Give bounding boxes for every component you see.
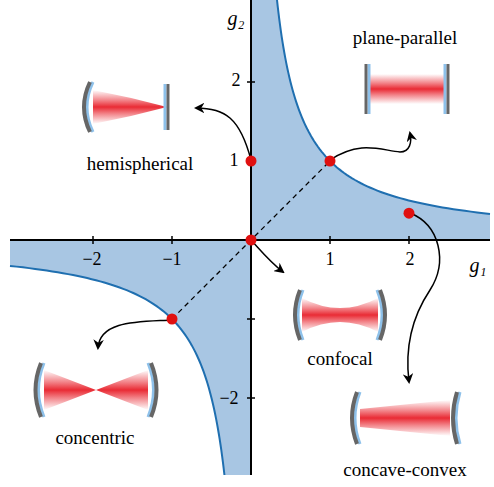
flat-mirror <box>365 64 368 114</box>
tick-label: 1 <box>230 151 239 169</box>
curved-mirror <box>295 290 300 340</box>
cavity-label: concave-convex <box>343 460 466 479</box>
pointer-arrow <box>408 213 440 382</box>
tick <box>408 236 410 244</box>
tick-label: 2 <box>232 71 241 89</box>
tick-label: −1 <box>162 250 181 268</box>
configuration-dot <box>325 156 336 167</box>
mirror-coating <box>368 64 371 114</box>
flat-mirror <box>447 64 450 114</box>
configuration-dot <box>246 235 257 246</box>
curved-mirror <box>84 82 90 132</box>
flat-mirror <box>167 84 170 130</box>
pointer-arrow <box>98 320 172 348</box>
curved-mirror <box>151 363 157 417</box>
tick <box>247 397 255 399</box>
tick <box>247 81 255 83</box>
tick <box>247 318 255 320</box>
curved-mirror <box>36 363 42 417</box>
stable-region <box>10 240 251 475</box>
tick-label: −2 <box>82 250 101 268</box>
cavity-label: plane-parallel <box>353 28 457 47</box>
laser-beam <box>360 400 450 436</box>
cavity-label: hemispherical <box>87 154 194 173</box>
cavity-label: confocal <box>307 349 372 368</box>
tick <box>92 236 94 244</box>
tick-label: 1 <box>326 250 335 268</box>
mirror-coating <box>444 64 447 114</box>
pointer-arrow <box>330 133 411 160</box>
laser-beam <box>93 90 167 124</box>
hyperbola <box>10 266 224 475</box>
tick-label: 2 <box>406 250 415 268</box>
laser-beam <box>368 74 446 104</box>
curved-mirror <box>352 392 357 444</box>
tick <box>329 236 331 244</box>
laser-beam <box>44 370 148 410</box>
pointer-arrow <box>196 108 251 160</box>
curved-mirror <box>453 392 457 444</box>
axis-label: g₂ <box>228 8 245 28</box>
configuration-dot <box>404 208 415 219</box>
axis-label: g₁ <box>470 255 487 275</box>
pointer-arrow <box>251 240 283 272</box>
cavity-label: concentric <box>55 428 134 447</box>
tick <box>171 236 173 244</box>
configuration-dot <box>246 156 257 167</box>
tick-label: −2 <box>219 389 238 407</box>
curved-mirror <box>380 290 385 340</box>
laser-beam <box>302 298 378 332</box>
diagonal <box>172 161 330 319</box>
mirror-coating <box>164 84 167 130</box>
configuration-dot <box>167 314 178 325</box>
